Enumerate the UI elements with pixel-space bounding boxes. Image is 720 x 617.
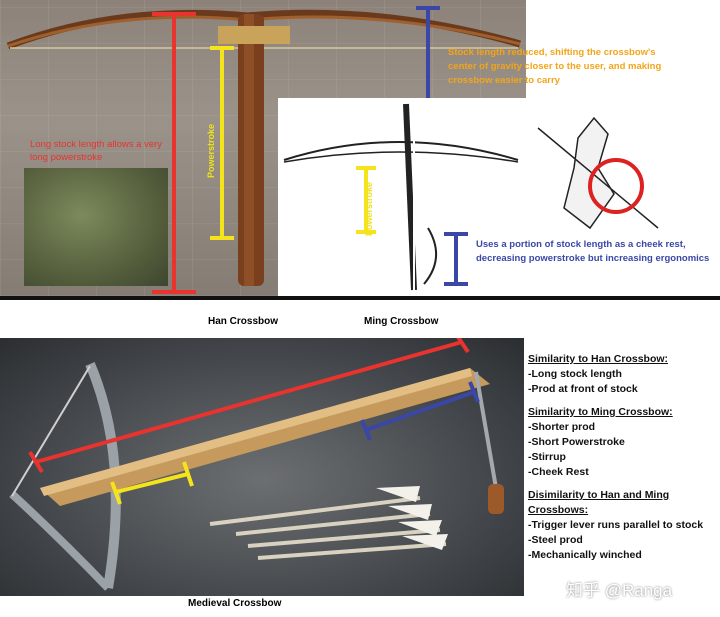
- caption-medieval: Medieval Crossbow: [188, 598, 282, 609]
- legend-han-heading: Similarity to Han Crossbow:: [528, 353, 669, 365]
- legend-item: -Steel prod: [528, 534, 583, 546]
- powerstroke-label-ming: Powerstroke: [364, 181, 374, 236]
- legend-item: -Trigger lever runs parallel to stock: [528, 519, 704, 531]
- caption-han: Han Crossbow: [208, 316, 279, 327]
- legend-dis-heading: Disimilarity to Han and Ming Crossbows:: [528, 489, 670, 516]
- long-stock-note: Long stock length allows a very long pow…: [30, 139, 163, 163]
- watermark: 知乎 @Ranga: [566, 581, 673, 600]
- relief-carving-image: [24, 168, 168, 286]
- legend-item: -Shorter prod: [528, 421, 596, 433]
- legend-item: -Short Powerstroke: [528, 436, 625, 448]
- powerstroke-label-han: Powerstroke: [206, 123, 216, 178]
- legend-item: -Long stock length: [528, 368, 622, 380]
- medieval-crossbow-drawing: [9, 338, 504, 591]
- ming-crossbow-illustration: [278, 98, 720, 296]
- comparison-legend: Similarity to Han Crossbow: -Long stock …: [528, 352, 718, 563]
- caption-ming: Ming Crossbow: [364, 316, 439, 327]
- legend-item: -Stirrup: [528, 451, 566, 463]
- legend-item: -Cheek Rest: [528, 466, 589, 478]
- stock-length-note: Stock length reduced, shifting the cross…: [448, 47, 662, 86]
- medieval-crossbow-photo: [0, 338, 524, 596]
- legend-item: -Mechanically winched: [528, 549, 642, 561]
- cheek-rest-note: Uses a portion of stock length as a chee…: [476, 239, 710, 264]
- legend-ming-heading: Similarity to Ming Crossbow:: [528, 406, 673, 418]
- han-crossbow-drawing: [6, 9, 521, 286]
- ming-crossbow-drawing: [283, 103, 659, 291]
- section-divider: [0, 296, 720, 300]
- legend-item: -Prod at front of stock: [528, 383, 638, 395]
